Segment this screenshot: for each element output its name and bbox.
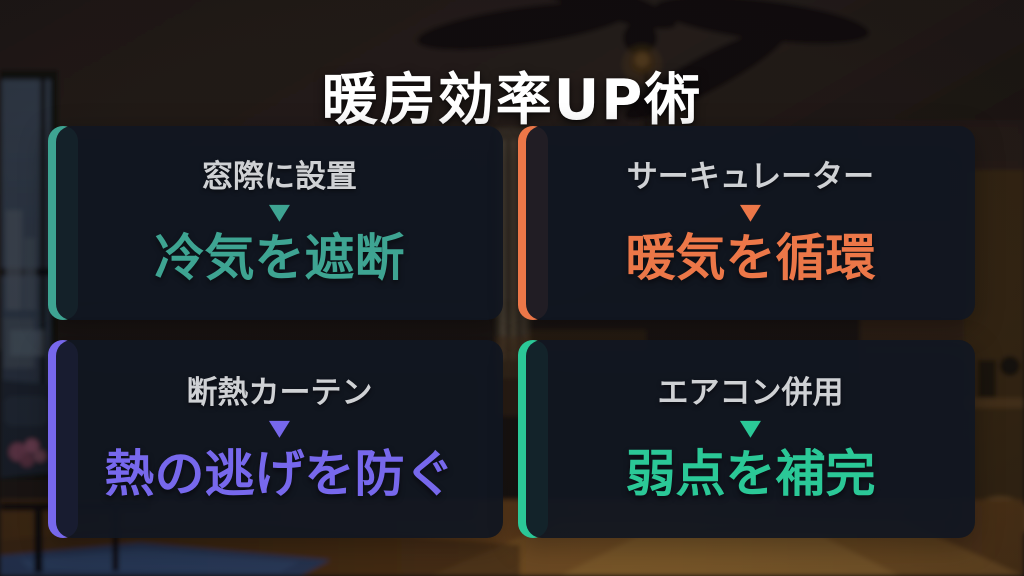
tip-card-insulating-curtain: 断熱カーテン ▼ 熱の逃げを防ぐ — [48, 340, 503, 538]
card-body: サーキュレーター ▼ 暖気を循環 — [526, 126, 975, 320]
tip-card-circulator: サーキュレーター ▼ 暖気を循環 — [518, 126, 975, 320]
down-arrow-icon: ▼ — [268, 415, 291, 441]
tip-method-label: 窓際に設置 — [202, 159, 357, 196]
card-body: 窓際に設置 ▼ 冷気を遮断 — [56, 126, 503, 320]
tip-effect-text: 冷気を遮断 — [154, 228, 405, 287]
tip-method-label: エアコン併用 — [657, 375, 844, 412]
tip-effect-text: 熱の逃げを防ぐ — [104, 444, 455, 503]
card-body: エアコン併用 ▼ 弱点を補完 — [526, 340, 975, 538]
tip-effect-text: 弱点を補完 — [625, 444, 876, 503]
tip-effect-text: 暖気を循環 — [625, 228, 876, 287]
tips-grid: 窓際に設置 ▼ 冷気を遮断 サーキュレーター ▼ 暖気を循環 断熱カーテン ▼ — [48, 126, 975, 538]
tip-method-label: 断熱カーテン — [186, 375, 373, 412]
tip-card-aircon-combination: エアコン併用 ▼ 弱点を補完 — [518, 340, 975, 538]
down-arrow-icon: ▼ — [739, 199, 762, 225]
tip-method-label: サーキュレーター — [626, 159, 875, 196]
page-title: 暖房効率UP術 — [321, 67, 703, 133]
tip-card-window-placement: 窓際に設置 ▼ 冷気を遮断 — [48, 126, 503, 320]
down-arrow-icon: ▼ — [268, 199, 291, 225]
card-body: 断熱カーテン ▼ 熱の逃げを防ぐ — [56, 340, 503, 538]
down-arrow-icon: ▼ — [739, 415, 762, 441]
